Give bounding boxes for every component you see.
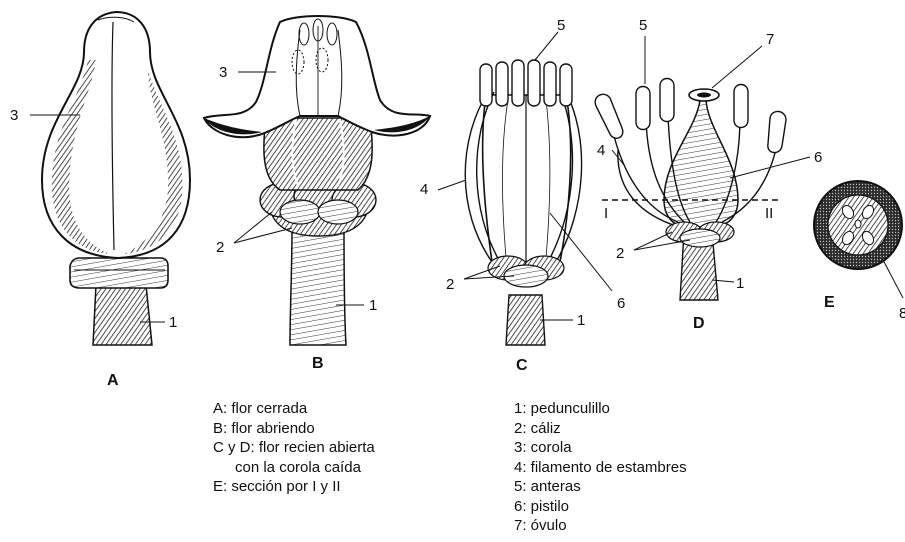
figure-letter-d: D	[693, 315, 705, 332]
legend-part-6: 6: pistilo	[514, 497, 687, 517]
label-c-4: 4	[420, 181, 428, 198]
legend-item-e: E: sección por I y II	[213, 477, 375, 497]
section-label-ii: II	[765, 205, 773, 222]
figure-e-cross-section	[814, 181, 903, 298]
figure-letter-c: C	[516, 357, 528, 374]
label-c-2: 2	[446, 276, 454, 293]
figure-b-pedicel	[290, 228, 346, 345]
figure-c-open-flower	[465, 60, 581, 345]
figure-a-closed-flower	[42, 12, 190, 345]
legend-part-3: 3: corola	[514, 438, 687, 458]
label-d-1: 1	[736, 275, 744, 292]
figure-d-pistil	[664, 100, 738, 230]
figure-letter-b: B	[312, 355, 324, 372]
legend-item-c-d-continued: con la corola caída	[213, 458, 375, 478]
legend-item-b: B: flor abriendo	[213, 419, 375, 439]
figure-letter-e: E	[824, 294, 835, 311]
figure-letter-a: A	[107, 372, 119, 389]
label-c-1: 1	[577, 312, 585, 329]
flower-diagram: 3 1 A	[0, 0, 905, 390]
section-label-i: I	[604, 205, 608, 222]
legend-part-1: 1: pedunculillo	[514, 399, 687, 419]
figure-a-calyx	[70, 258, 168, 288]
figure-d-pistil-stamens	[595, 79, 786, 301]
label-b-1: 1	[369, 297, 377, 314]
label-d-2: 2	[616, 245, 624, 262]
label-a-3: 3	[10, 107, 18, 124]
legend-part-5: 5: anteras	[514, 477, 687, 497]
legend-item-c-d: C y D: flor recien abierta	[213, 438, 375, 458]
legend-part-7: 7: óvulo	[514, 516, 687, 536]
label-e-8: 8	[899, 305, 905, 322]
figure-a-pedicel	[93, 285, 152, 345]
label-b-3: 3	[219, 64, 227, 81]
figure-c-pistil	[483, 95, 571, 262]
figure-b-opening-flower	[204, 16, 430, 345]
figure-e-labels: 8 E	[824, 294, 905, 322]
legend-part-2: 2: cáliz	[514, 419, 687, 439]
label-d-4: 4	[597, 142, 605, 159]
label-c-6: 6	[617, 295, 625, 312]
label-d-6: 6	[814, 149, 822, 166]
label-c-5: 5	[557, 17, 565, 34]
legend-item-a: A: flor cerrada	[213, 399, 375, 419]
legend-figures: A: flor cerrada B: flor abriendo C y D: …	[213, 399, 375, 497]
label-d-7: 7	[766, 31, 774, 48]
label-b-2: 2	[216, 239, 224, 256]
legend-parts: 1: pedunculillo 2: cáliz 3: corola 4: fi…	[514, 399, 687, 536]
legend-part-4: 4: filamento de estambres	[514, 458, 687, 478]
label-a-1: 1	[169, 314, 177, 331]
label-d-5: 5	[639, 17, 647, 34]
